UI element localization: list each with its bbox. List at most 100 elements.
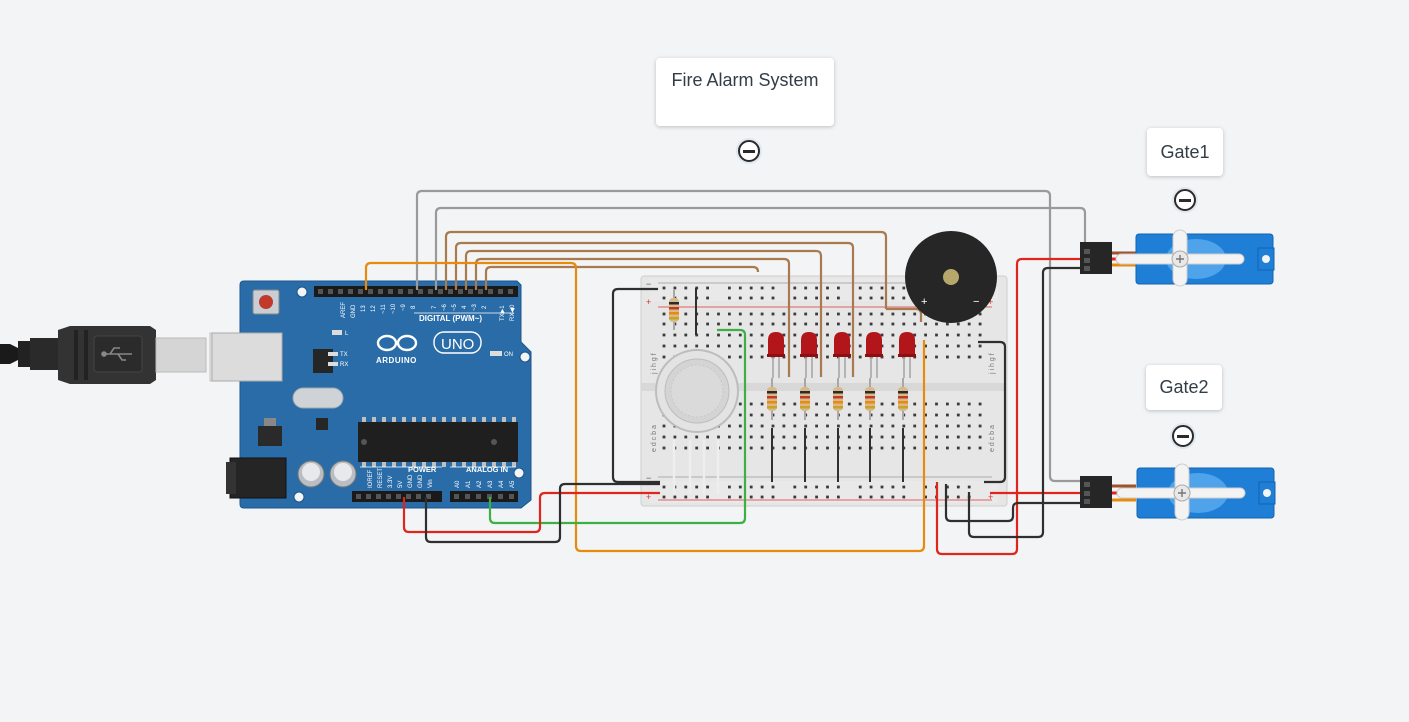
gate1-note[interactable]: Gate1 <box>1147 128 1223 176</box>
row-labels-bottom-left: e d c b a <box>651 425 658 452</box>
pin-label-tx1: TX▶1 <box>500 305 506 321</box>
wire-black-servo1 <box>967 266 1086 539</box>
arduino-logo-icon <box>376 334 418 352</box>
led-2[interactable] <box>800 332 818 378</box>
wire-red-servo <box>935 257 1086 556</box>
pin-label-a5: A5 <box>510 480 516 488</box>
gate2-note[interactable]: Gate2 <box>1146 365 1222 410</box>
pin-label-gnd: GND <box>351 304 357 318</box>
wire-green <box>488 328 747 525</box>
pin-label-gnd1: GND <box>408 474 414 488</box>
resistor-gas[interactable] <box>669 290 679 330</box>
title-collapse-button[interactable] <box>736 138 762 164</box>
pin-label-ioref: IOREF <box>368 469 374 488</box>
row-labels-top-left: j i h g f <box>651 353 658 375</box>
pin-label-13: 13 <box>361 305 367 312</box>
resistor-led-2[interactable] <box>800 378 810 420</box>
pin-label-10: ~10 <box>391 303 397 314</box>
wire-black-left <box>611 287 660 484</box>
rail-minus-top-left: − <box>646 279 651 289</box>
wire-brown-1 <box>444 230 888 309</box>
arduino-l-label: L <box>345 331 349 337</box>
resistor-led-1[interactable] <box>767 378 777 420</box>
rail-plus-top-left: + <box>646 297 651 307</box>
pin-label-11: ~11 <box>381 304 387 314</box>
pin-label-4: 4 <box>462 305 468 309</box>
led-3[interactable] <box>833 332 851 378</box>
pin-label-3: ~3 <box>472 303 478 311</box>
wire-black-gnd <box>424 482 660 544</box>
led-4[interactable] <box>865 332 883 378</box>
gate2-note-text: Gate2 <box>1159 377 1209 397</box>
led-1[interactable] <box>767 332 785 378</box>
arduino-logo-text: ARDUINO <box>376 356 417 365</box>
wire-brown-5 <box>484 265 760 290</box>
usb-icon <box>101 347 132 361</box>
title-note[interactable]: Fire Alarm System <box>656 58 834 126</box>
arduino-power-label: POWER <box>408 465 437 474</box>
buzzer-minus: − <box>973 296 979 308</box>
servo-gate2[interactable] <box>1080 463 1276 521</box>
wire-orange <box>364 261 926 553</box>
pin-label-2: 2 <box>482 305 488 309</box>
gas-sensor[interactable] <box>655 349 739 433</box>
pin-label-gnd2: GND <box>418 474 424 488</box>
wire-black-servo2 <box>944 484 1086 523</box>
pin-label-a1: A1 <box>466 480 472 488</box>
pin-label-3v3: 3.3V <box>388 476 394 488</box>
resistor-led-5[interactable] <box>898 378 908 420</box>
wire-black-right <box>978 340 1007 484</box>
piezo-buzzer[interactable]: + − <box>905 231 997 323</box>
breadboard[interactable]: + + + + − − j i h g f e d c b a j i h g … <box>640 275 1008 507</box>
pin-label-vin: Vin <box>428 479 434 488</box>
arduino-rx-label: RX <box>340 362 348 368</box>
servo-gate1[interactable] <box>1080 229 1275 287</box>
led-5[interactable] <box>898 332 916 378</box>
gate1-collapse-button[interactable] <box>1172 187 1198 213</box>
wire-brown-2 <box>454 241 855 377</box>
rail-minus-bottom-left: − <box>646 473 651 483</box>
arduino-uno[interactable]: DIGITAL (PWM~) ARDUINO UNO ON L TX RX PO… <box>211 280 532 509</box>
gate2-collapse-button[interactable] <box>1170 423 1196 449</box>
leds[interactable] <box>767 332 916 378</box>
rail-plus-bottom-left: + <box>646 492 651 502</box>
pin-label-12: 12 <box>371 305 377 312</box>
wire-brown-3 <box>464 249 823 377</box>
pin-label-5: ~5 <box>452 303 458 311</box>
pin-label-a4: A4 <box>499 480 505 488</box>
pin-label-a3: A3 <box>488 480 494 488</box>
resistors[interactable] <box>669 290 908 420</box>
arduino-tx-label: TX <box>340 352 348 358</box>
wire-gray-gate2 <box>415 189 1086 483</box>
pin-label-reset: RESET <box>378 468 384 488</box>
minus-circle-icon <box>1172 425 1194 447</box>
pin-label-7: 7 <box>432 305 438 309</box>
resistor-led-4[interactable] <box>865 378 875 420</box>
wires <box>364 189 1087 556</box>
pin-label-8: 8 <box>411 305 417 309</box>
row-labels-top-right: j i h g f <box>989 353 996 375</box>
minus-circle-icon <box>1174 189 1196 211</box>
pin-label-a2: A2 <box>477 480 483 488</box>
wire-gray-gate1 <box>434 206 1087 290</box>
pin-label-6: ~6 <box>442 303 448 311</box>
pin-label-aref: AREF <box>341 302 347 318</box>
arduino-analog-label: ANALOG IN <box>466 465 508 474</box>
arduino-digital-label: DIGITAL (PWM~) <box>419 314 482 323</box>
wire-red-5v <box>402 491 660 534</box>
buzzer-plus: + <box>921 296 927 308</box>
row-labels-bottom-right: e d c b a <box>989 425 996 452</box>
pin-label-rx0: RX◀0 <box>510 304 516 321</box>
rail-plus-bottom-right: + <box>988 492 993 502</box>
minus-circle-icon <box>738 140 760 162</box>
arduino-on-label: ON <box>504 352 513 358</box>
gate1-note-text: Gate1 <box>1160 141 1210 162</box>
title-note-text: Fire Alarm System <box>671 70 819 90</box>
pin-label-9: ~9 <box>401 303 407 311</box>
pin-label-a0: A0 <box>455 480 461 488</box>
resistor-led-3[interactable] <box>833 378 843 420</box>
pin-label-5v: 5V <box>398 481 404 488</box>
arduino-model: UNO <box>441 336 474 353</box>
rail-plus-top-right: + <box>988 297 993 307</box>
